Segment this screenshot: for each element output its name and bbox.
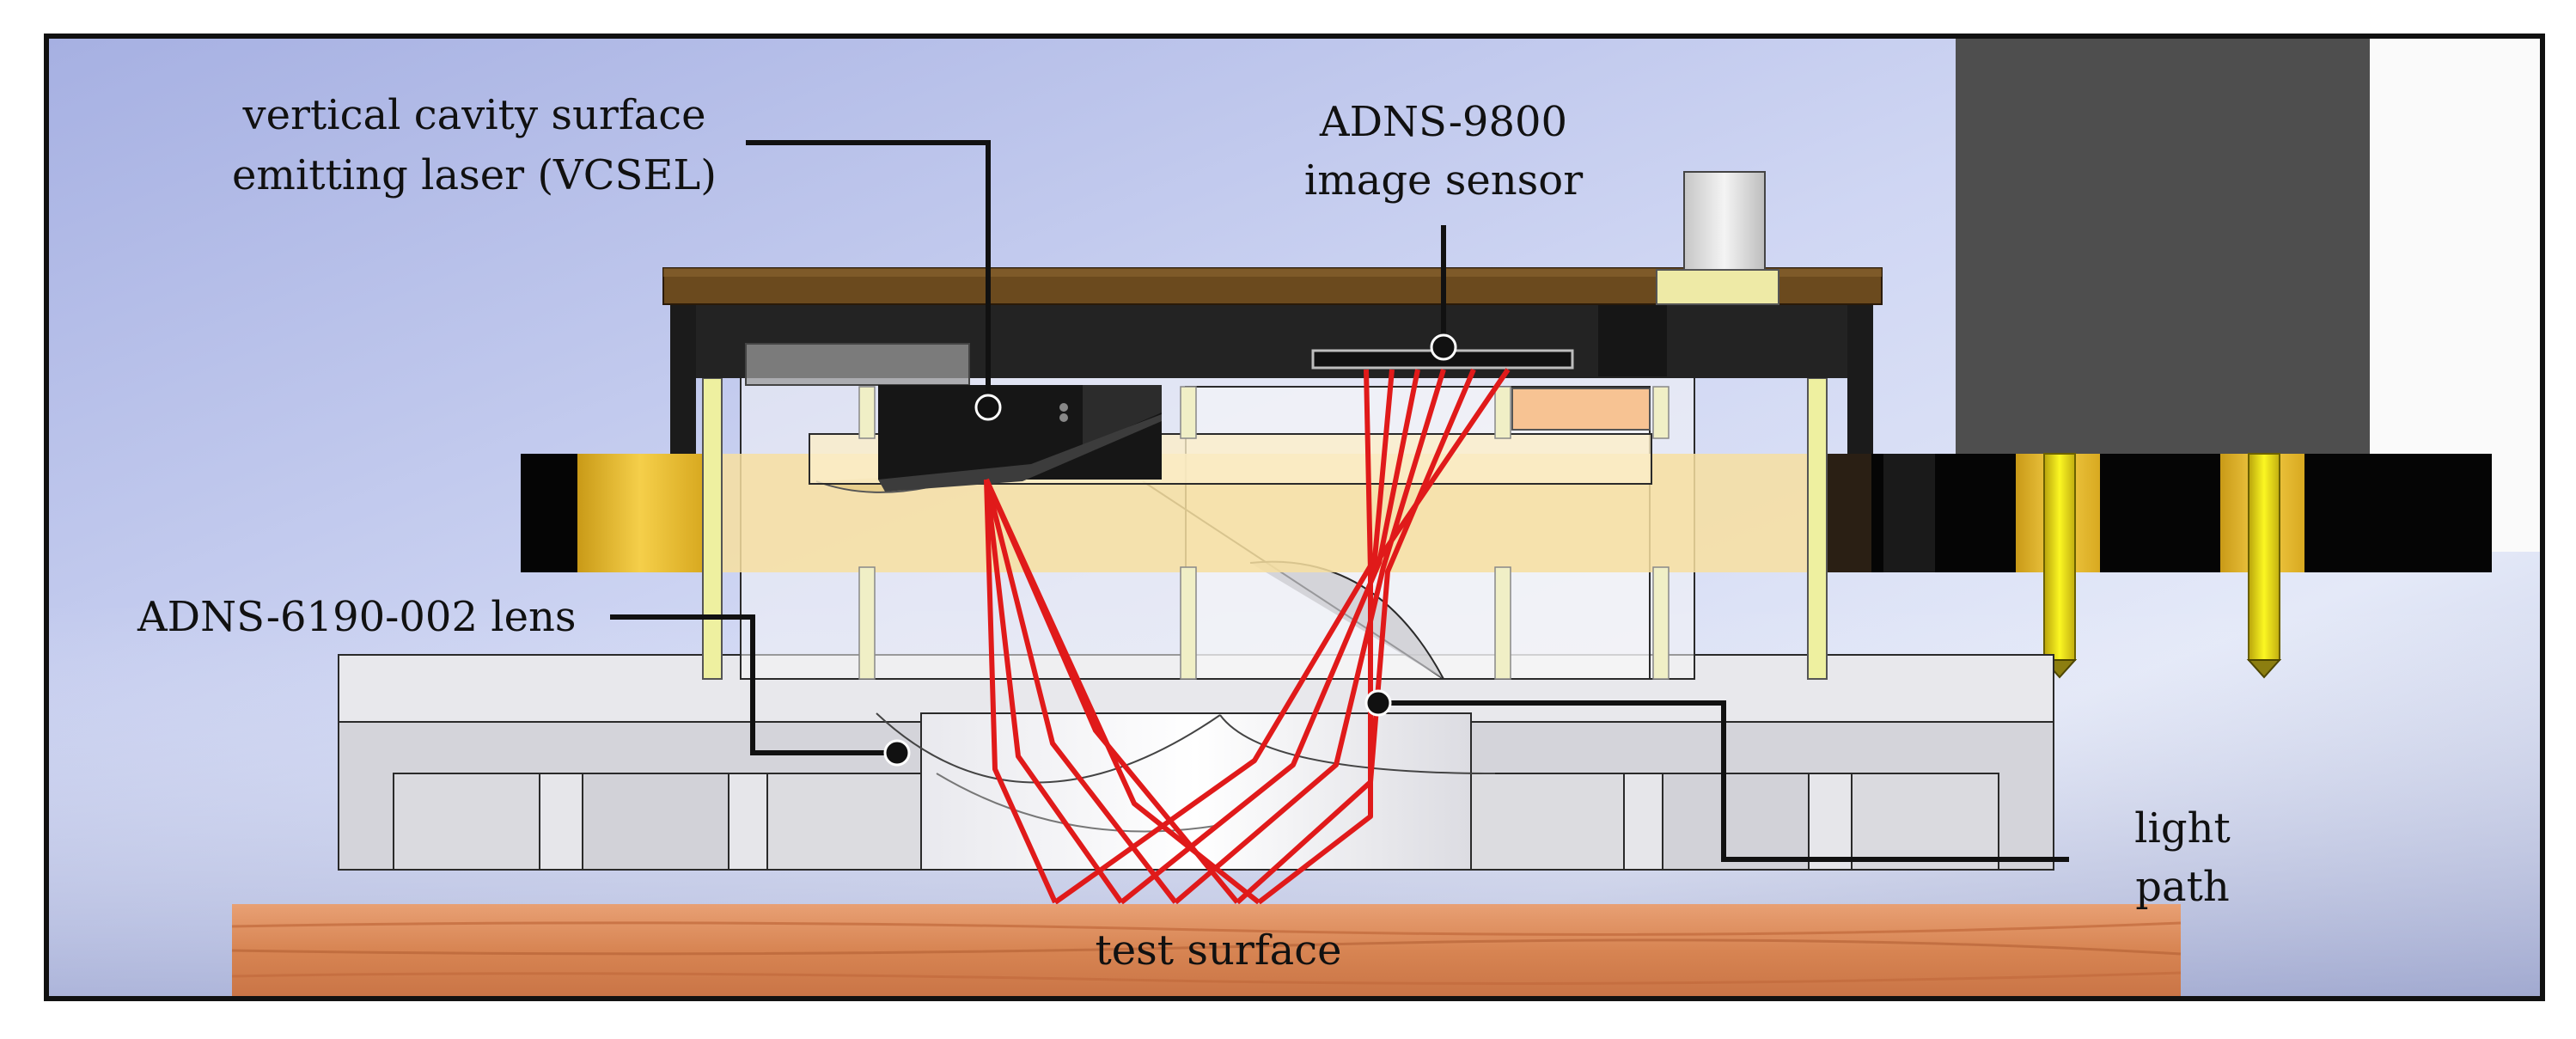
light-path-label-line2: path [2135,863,2230,911]
light-path-label-line1: light [2134,804,2231,853]
test-surface-label: test surface [1095,926,1341,975]
test-surface-block [231,904,2182,999]
mounting-plate [1808,454,2492,572]
vcsel-label-line2: emitting laser (VCSEL) [232,151,717,199]
sensor-housing [670,303,1873,454]
diagram-frame [44,34,2545,1001]
connector-post [1656,171,1779,305]
ring-plate [521,433,1822,572]
sensor-label-line1: ADNS-9800 [1319,98,1567,146]
vcsel-chip [878,385,1162,492]
vcsel-label-line1: vertical cavity surface [241,91,705,139]
motor-block [1956,36,2370,455]
callout-lines [610,140,2069,862]
lens-label: ADNS-6190-002 lens [137,593,577,641]
sensor-label-line2: image sensor [1304,156,1583,205]
standoffs [702,377,1828,680]
callout-dots [883,333,1457,767]
gold-pin-right [2220,453,2304,679]
